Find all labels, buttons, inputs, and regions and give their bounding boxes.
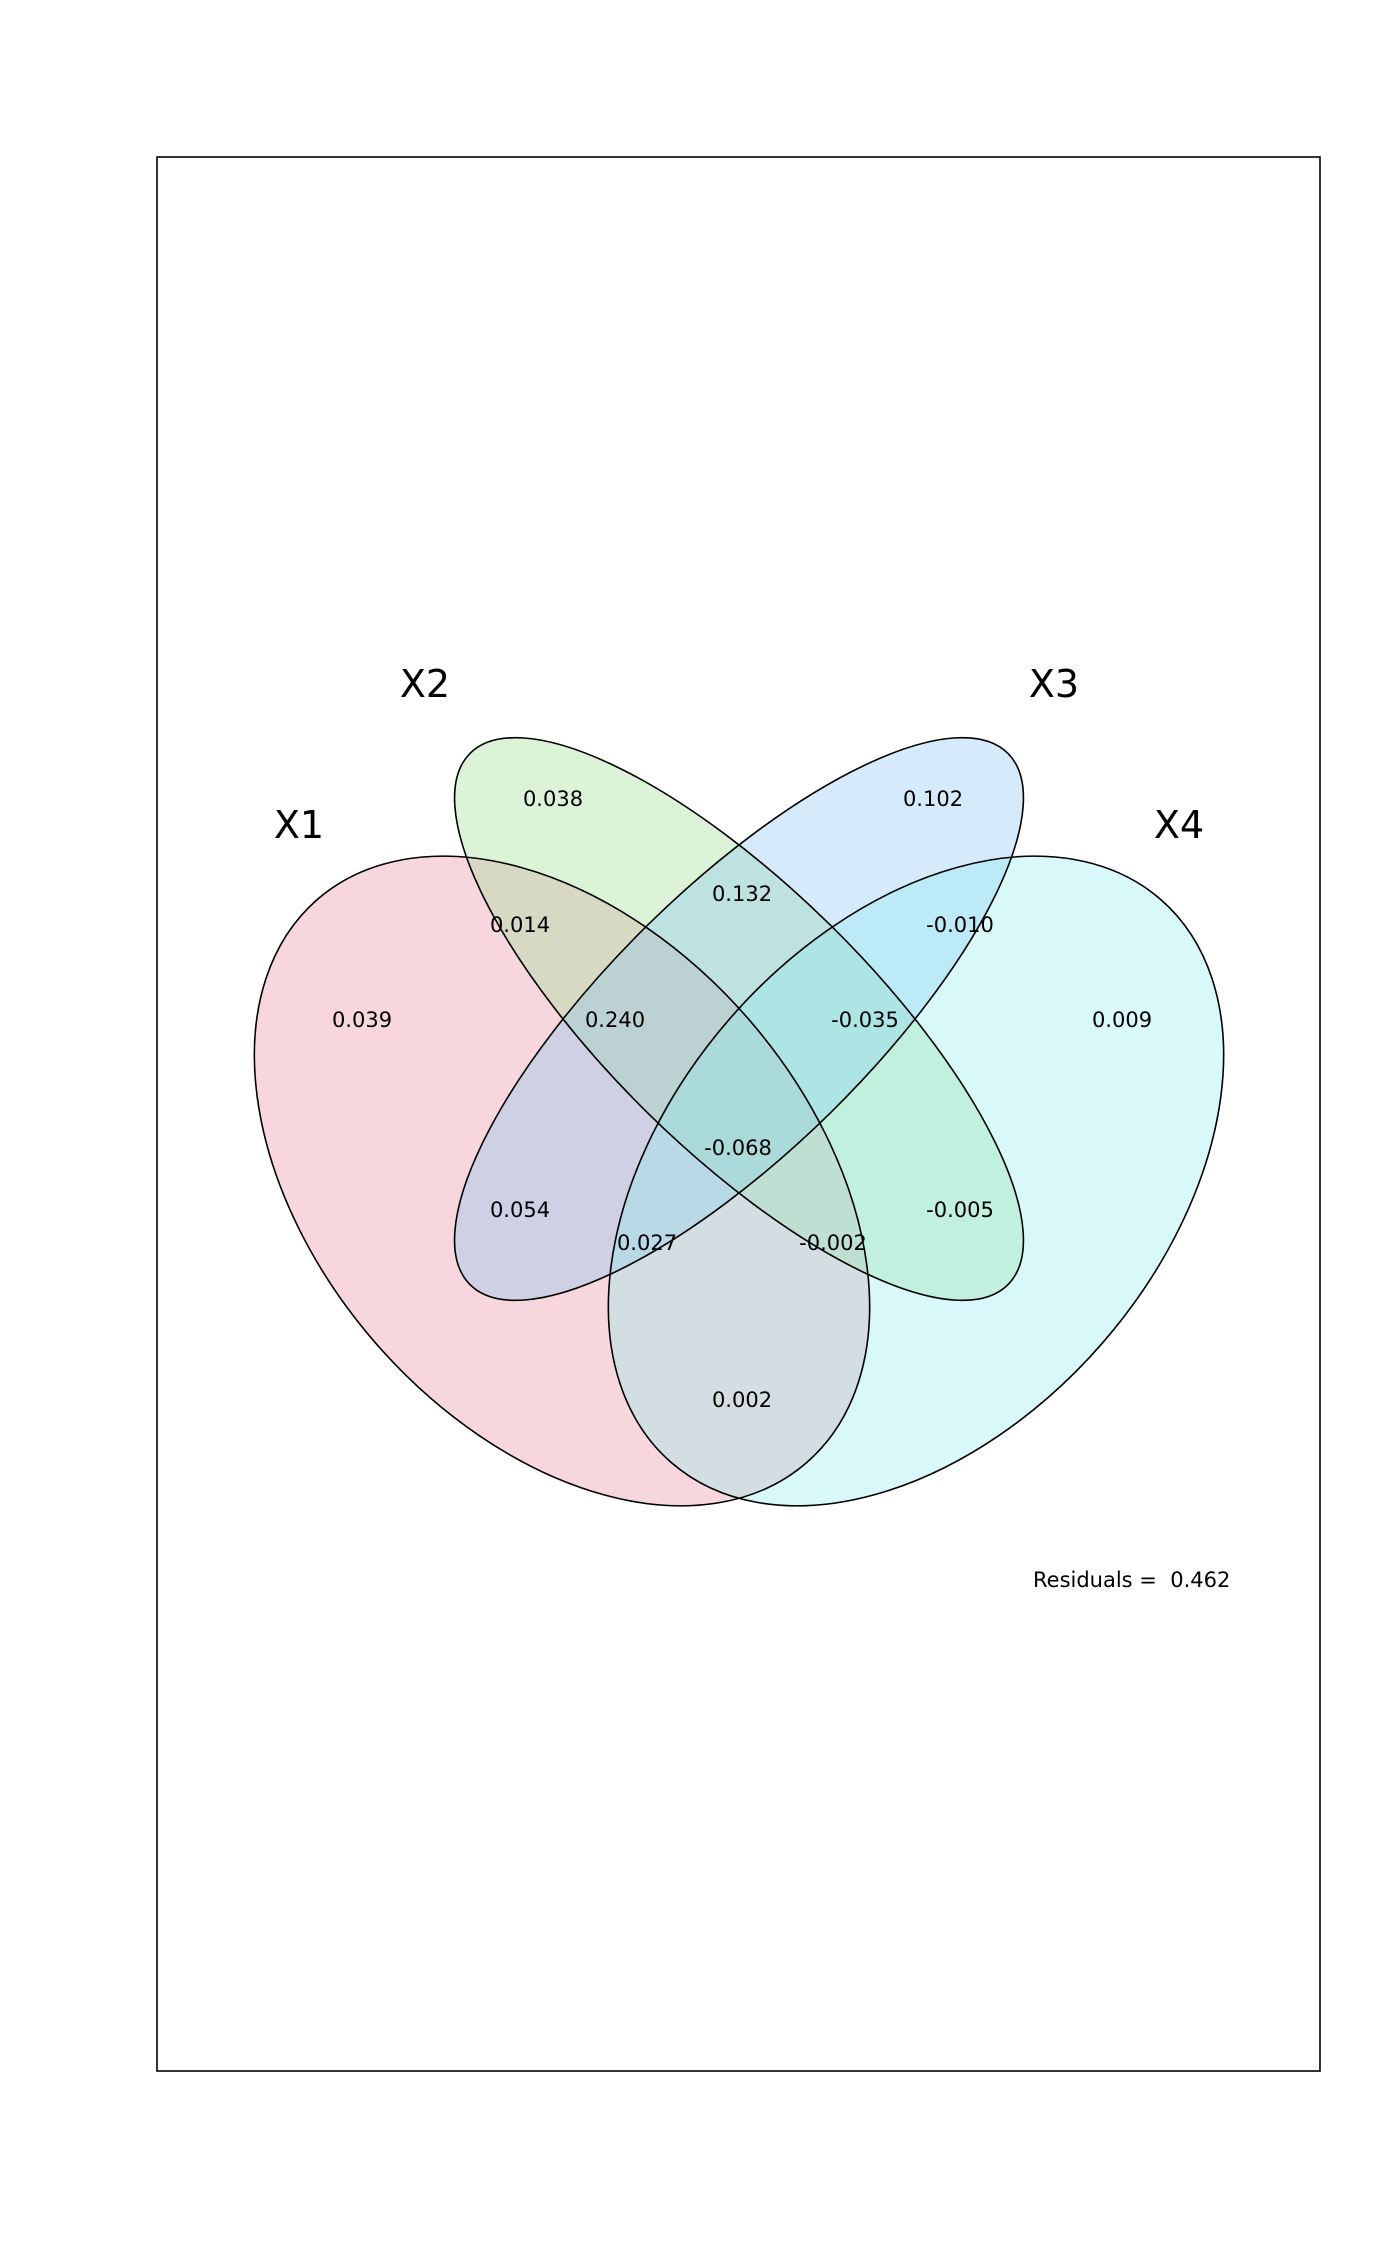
region-x1-x2: 0.014 — [490, 913, 550, 937]
region-x1-x4: 0.002 — [712, 1388, 772, 1412]
set-x2-outline — [453, 736, 1025, 1302]
set-x1-ellipse — [254, 856, 870, 1506]
set-x3-label: X3 — [1029, 662, 1079, 706]
residuals-label: Residuals = 0.462 — [1033, 1568, 1230, 1592]
set-x1-label: X1 — [274, 803, 324, 847]
region-x2-x3: 0.132 — [712, 882, 772, 906]
region-x1-x3: 0.054 — [490, 1198, 550, 1222]
region-x1-only: 0.039 — [332, 1008, 392, 1032]
region-x1-x2-x4: -0.002 — [799, 1231, 867, 1255]
region-x1-x3-x4: 0.027 — [617, 1231, 677, 1255]
set-labels: X1 X2 X3 X4 — [274, 662, 1204, 847]
region-x1-x2-x3: 0.240 — [585, 1008, 645, 1032]
set-x3-outline — [453, 736, 1025, 1302]
set-x4-label: X4 — [1154, 803, 1204, 847]
set-x4-outline — [607, 855, 1225, 1507]
region-x4-only: 0.009 — [1092, 1008, 1152, 1032]
region-x3-only: 0.102 — [903, 787, 963, 811]
region-x2-x3-x4: -0.035 — [831, 1008, 899, 1032]
region-x1-x2-x3-x4: -0.068 — [704, 1136, 772, 1160]
region-x2-only: 0.038 — [523, 787, 583, 811]
set-x2-ellipse — [454, 737, 1024, 1301]
set-x4-ellipse — [608, 856, 1224, 1506]
region-x2-x4: -0.005 — [926, 1198, 994, 1222]
set-fills — [254, 737, 1224, 1506]
set-outlines — [253, 736, 1225, 1507]
set-x2-label: X2 — [400, 662, 450, 706]
region-values: 0.039 0.038 0.102 0.009 0.014 0.132 -0.0… — [332, 787, 1152, 1412]
set-x1-outline — [253, 855, 871, 1507]
plot-frame — [156, 156, 1321, 2072]
set-x3-ellipse — [454, 737, 1024, 1301]
region-x3-x4: -0.010 — [926, 913, 994, 937]
